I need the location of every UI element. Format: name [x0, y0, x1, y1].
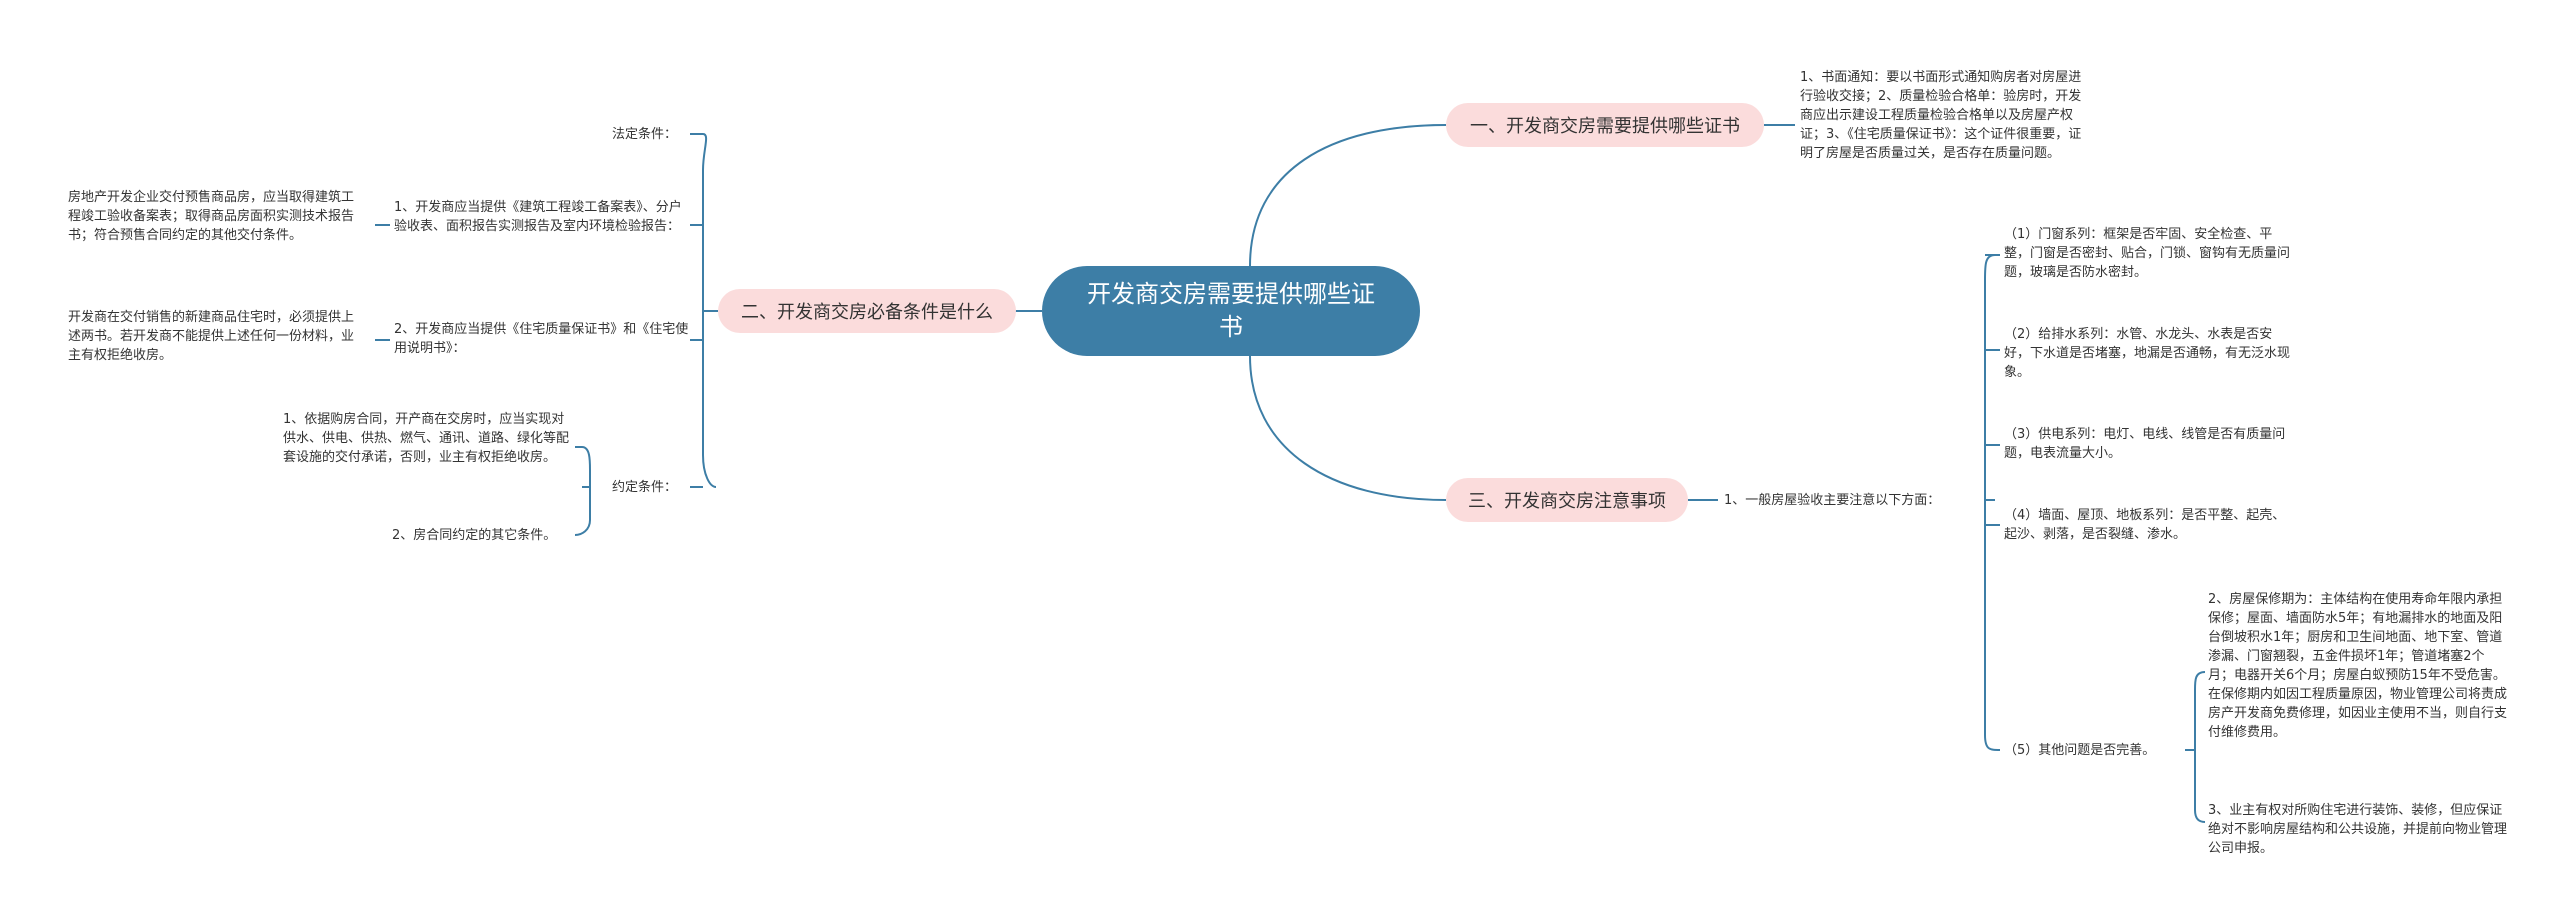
branch-1-title: 一、开发商交房需要提供哪些证书 — [1470, 116, 1740, 137]
legal-conditions-label: 法定条件： — [612, 127, 678, 142]
root-topic[interactable]: 开发商交房需要提供哪些证书 — [1042, 266, 1420, 356]
legal-item-2: 2、开发商应当提供《住宅质量保证书》和《住宅使用说明书》： — [394, 322, 689, 356]
renovation-rights-text: 3、业主有权对所购住宅进行装饰、装修，但应保证绝对不影响房屋结构和公共设施，并提… — [2208, 803, 2508, 856]
agreed-item-1: 1、依据购房合同，开产商在交房时，应当实现对供水、供电、供热、燃气、通讯、道路、… — [283, 412, 570, 465]
branch-2-topic[interactable]: 二、开发商交房必备条件是什么 — [718, 289, 1016, 333]
inspection-item-doors-windows: （1）门窗系列：框架是否牢固、安全检查、平整，门窗是否密封、贴合，门锁、窗钩有无… — [2004, 227, 2291, 280]
link-other-bracket — [2185, 671, 2206, 823]
legal-item-1: 1、开发商应当提供《建筑工程竣工备案表》、分户验收表、面积报告实测报告及室内环境… — [394, 200, 682, 234]
inspection-item-electrical: （3）供电系列：电灯、电线、线管是否有质量问题，电表流量大小。 — [2004, 427, 2286, 461]
inspection-item-other: （5）其他问题是否完善。 — [2004, 743, 2156, 758]
inspection-item-plumbing: （2）给排水系列：水管、水龙头、水表是否安好，下水道是否堵塞，地漏是否通畅，有无… — [2004, 327, 2291, 380]
legal-item-2-detail: 开发商在交付销售的新建商品住宅时，必须提供上述两书。若开发商不能提供上述任何一份… — [68, 310, 355, 363]
branch-1-content: 1、书面通知：要以书面形式通知购房者对房屋进行验收交接；2、质量检验合格单：验房… — [1800, 70, 2082, 161]
branch-3-title: 三、开发商交房注意事项 — [1468, 491, 1666, 512]
branch-2-title: 二、开发商交房必备条件是什么 — [741, 302, 993, 323]
agreed-item-2: 2、房合同约定的其它条件。 — [392, 528, 557, 543]
branch-3-topic[interactable]: 三、开发商交房注意事项 — [1446, 478, 1688, 522]
inspection-item-walls-floors: （4）墙面、屋顶、地板系列：是否平整、起壳、起沙、剥落，是否裂缝、渗水。 — [2004, 508, 2286, 542]
link-branch2-legal — [702, 133, 717, 488]
link-agreed-bracket — [574, 446, 591, 536]
link-root-branch1 — [1249, 124, 1447, 267]
inspection-subheading: 1、一般房屋验收主要注意以下方面： — [1724, 493, 1941, 508]
legal-item-1-detail: 房地产开发企业交付预售商品房，应当取得建筑工程竣工验收备案表；取得商品房面积实测… — [68, 190, 355, 243]
root-title: 开发商交房需要提供哪些证书 — [1087, 280, 1375, 341]
agreed-conditions-label: 约定条件： — [612, 480, 678, 495]
branch-1-topic[interactable]: 一、开发商交房需要提供哪些证书 — [1446, 103, 1764, 147]
warranty-period-text: 2、房屋保修期为：主体结构在使用寿命年限内承担保修；屋面、墙面防水5年；有地漏排… — [2208, 592, 2508, 740]
link-root-branch3 — [1249, 355, 1447, 501]
